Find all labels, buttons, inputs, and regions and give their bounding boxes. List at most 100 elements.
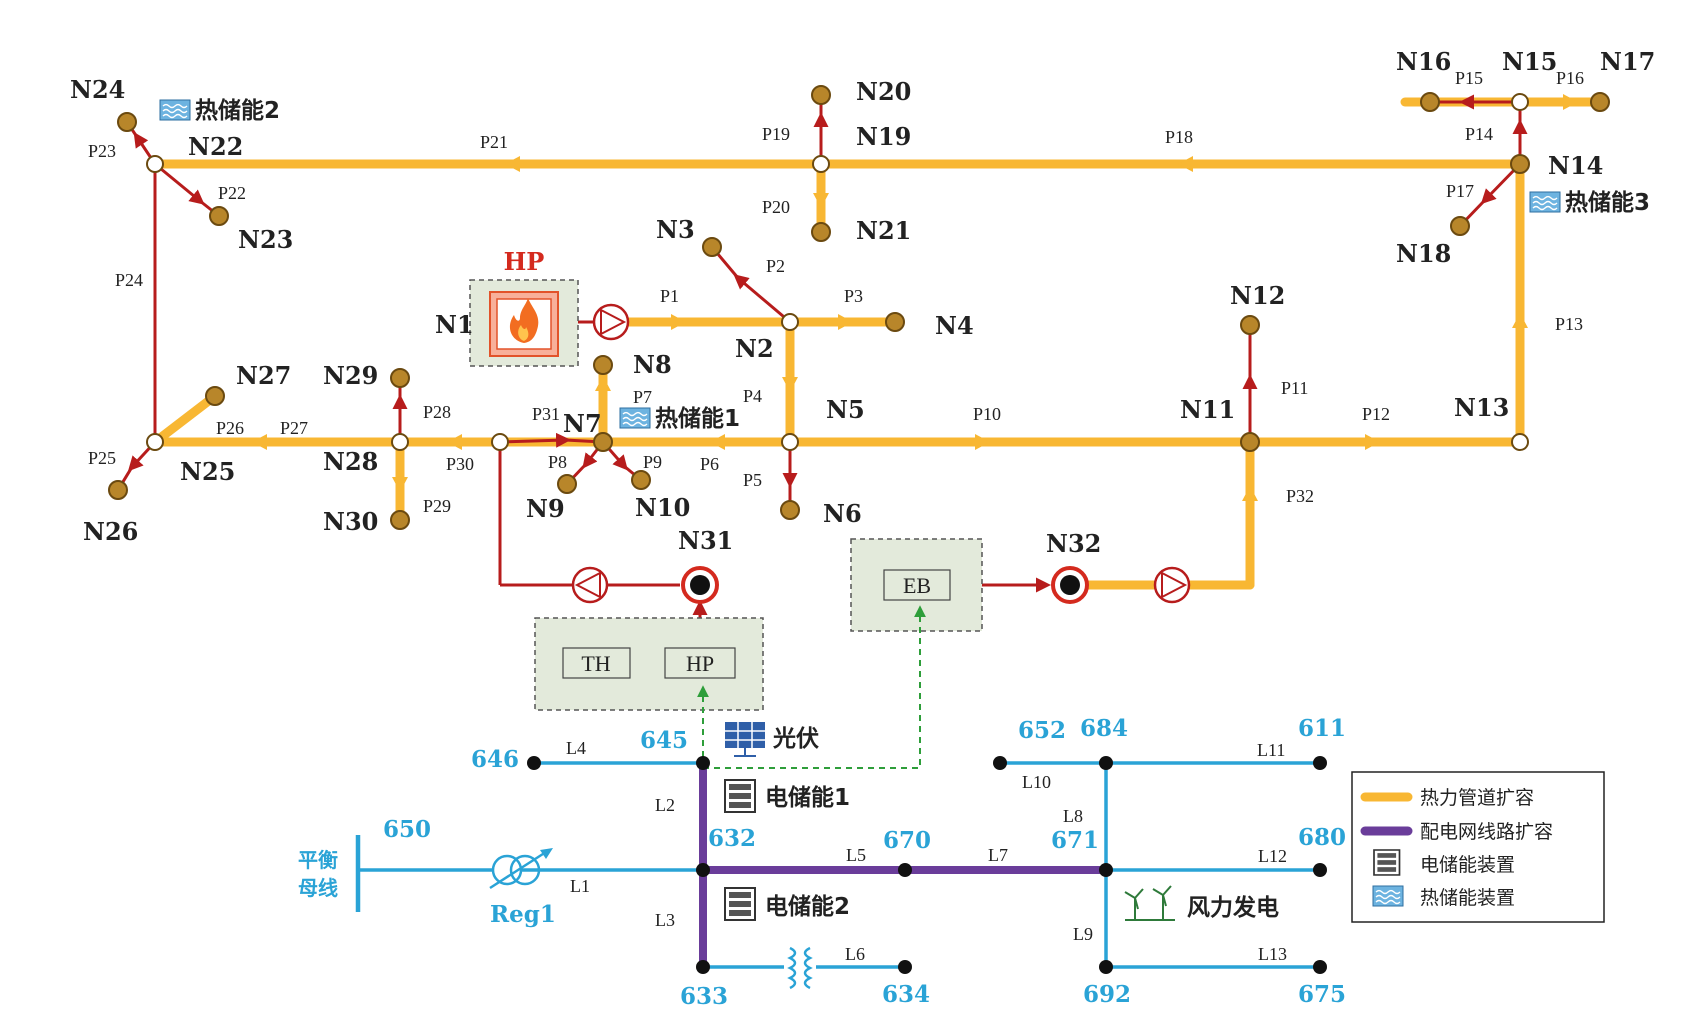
label-n24: N24 (70, 75, 125, 104)
node-n25[interactable] (146, 433, 164, 451)
junction-nodes (146, 93, 1529, 451)
label-675: 675 (1298, 981, 1346, 1008)
expanded-pipe-arrows (252, 94, 1578, 501)
bus-652[interactable] (993, 756, 1007, 770)
hp-unit-n1[interactable]: HP (469, 247, 579, 367)
bus-611[interactable] (1313, 756, 1327, 770)
label-n6: N6 (823, 499, 862, 528)
flow-arrow (710, 434, 725, 450)
label-n29: N29 (323, 361, 378, 390)
bus-671[interactable] (1099, 863, 1113, 877)
label-p23: P23 (88, 141, 116, 161)
node-n2[interactable] (781, 313, 799, 331)
pump-icon (571, 566, 609, 604)
label-p18: P18 (1165, 127, 1193, 147)
node-n17[interactable] (1590, 92, 1610, 112)
label-p21: P21 (480, 132, 508, 152)
th-hp-unit[interactable]: TH HP (534, 617, 764, 711)
pipe-p26 (150, 391, 220, 447)
label-p8: P8 (548, 452, 567, 472)
node-n14[interactable] (1510, 154, 1530, 174)
heat-storage-labels: 热储能2 热储能1 热储能3 (195, 97, 1650, 432)
bus-633[interactable] (696, 960, 710, 974)
node-n21[interactable] (811, 222, 831, 242)
source-nodes (681, 566, 1089, 604)
node-n27[interactable] (205, 386, 225, 406)
node-n29[interactable] (390, 368, 410, 388)
label-p26: P26 (216, 418, 244, 438)
node-n19[interactable] (812, 155, 830, 173)
bus-632[interactable] (696, 863, 710, 877)
bus-634[interactable] (898, 960, 912, 974)
node-n18[interactable] (1450, 216, 1470, 236)
label-l7: L7 (988, 845, 1008, 865)
label-p30: P30 (446, 454, 474, 474)
bus-692[interactable] (1099, 960, 1113, 974)
label-n27: N27 (236, 361, 291, 390)
heat-node-markers (108, 85, 1610, 604)
node-n13[interactable] (1511, 433, 1529, 451)
label-633: 633 (680, 983, 728, 1010)
label-l6: L6 (845, 944, 865, 964)
regulator-label: Reg1 (490, 901, 556, 928)
junction-node[interactable] (491, 433, 509, 451)
node-n4[interactable] (885, 312, 905, 332)
node-n23[interactable] (209, 206, 229, 226)
label-650: 650 (383, 816, 431, 843)
label-646: 646 (471, 746, 519, 773)
battery-icon (724, 887, 756, 921)
node-n16[interactable] (1420, 92, 1440, 112)
label-l10: L10 (1022, 772, 1051, 792)
label-n32: N32 (1046, 529, 1101, 558)
flow-arrow (252, 434, 267, 450)
legend-heat-storage-label: 热储能装置 (1420, 887, 1515, 909)
label-n16: N16 (1396, 47, 1451, 76)
bus-646[interactable] (527, 756, 541, 770)
node-n3[interactable] (702, 237, 722, 257)
node-n9[interactable] (557, 474, 577, 494)
node-n5[interactable] (781, 433, 799, 451)
node-n30[interactable] (390, 510, 410, 530)
bus-680[interactable] (1313, 863, 1327, 877)
heat-node-labels: N1 N2 N3 N4 N5 N6 N7 N8 N9 N10 N11 N12 N… (70, 47, 1655, 558)
heat-storage-icon (1372, 885, 1404, 907)
bus-dots (527, 756, 1327, 974)
node-n28[interactable] (391, 433, 409, 451)
node-n11[interactable] (1240, 432, 1260, 452)
node-n32-core (1060, 575, 1080, 595)
label-l5: L5 (846, 845, 866, 865)
node-n22[interactable] (146, 155, 164, 173)
node-n26[interactable] (108, 480, 128, 500)
bus-670[interactable] (898, 863, 912, 877)
flow-arrow (671, 314, 686, 330)
node-n6[interactable] (780, 500, 800, 520)
power-supply-links (697, 605, 926, 769)
label-p17: P17 (1446, 181, 1474, 201)
eb-unit[interactable]: EB (850, 538, 983, 632)
node-n12[interactable] (1240, 315, 1260, 335)
solar-panel-icon (725, 722, 765, 757)
bus-684[interactable] (1099, 756, 1113, 770)
node-n15[interactable] (1511, 93, 1529, 111)
pump-icon (592, 303, 630, 341)
label-p19: P19 (762, 124, 790, 144)
node-n10[interactable] (631, 470, 651, 490)
flow-arrow (595, 376, 611, 391)
label-n23: N23 (238, 225, 293, 254)
label-p31: P31 (532, 404, 560, 424)
flow-arrow (505, 156, 520, 172)
flow-arrow (392, 477, 408, 492)
node-n8[interactable] (593, 355, 613, 375)
th-box (562, 647, 631, 679)
bus-645[interactable] (696, 756, 710, 770)
label-680: 680 (1298, 824, 1346, 851)
label-p2: P2 (766, 256, 785, 276)
node-n24[interactable] (117, 112, 137, 132)
bus-675[interactable] (1313, 960, 1327, 974)
pipe-p2 (733, 274, 791, 324)
node-n20[interactable] (811, 85, 831, 105)
slack-bus-label-2: 母线 (298, 876, 338, 900)
node-n7[interactable] (593, 432, 613, 452)
label-l9: L9 (1073, 924, 1093, 944)
line-labels: L1 L2 L3 L4 L5 L6 L7 L8 L9 L10 L11 L12 L… (566, 738, 1287, 964)
